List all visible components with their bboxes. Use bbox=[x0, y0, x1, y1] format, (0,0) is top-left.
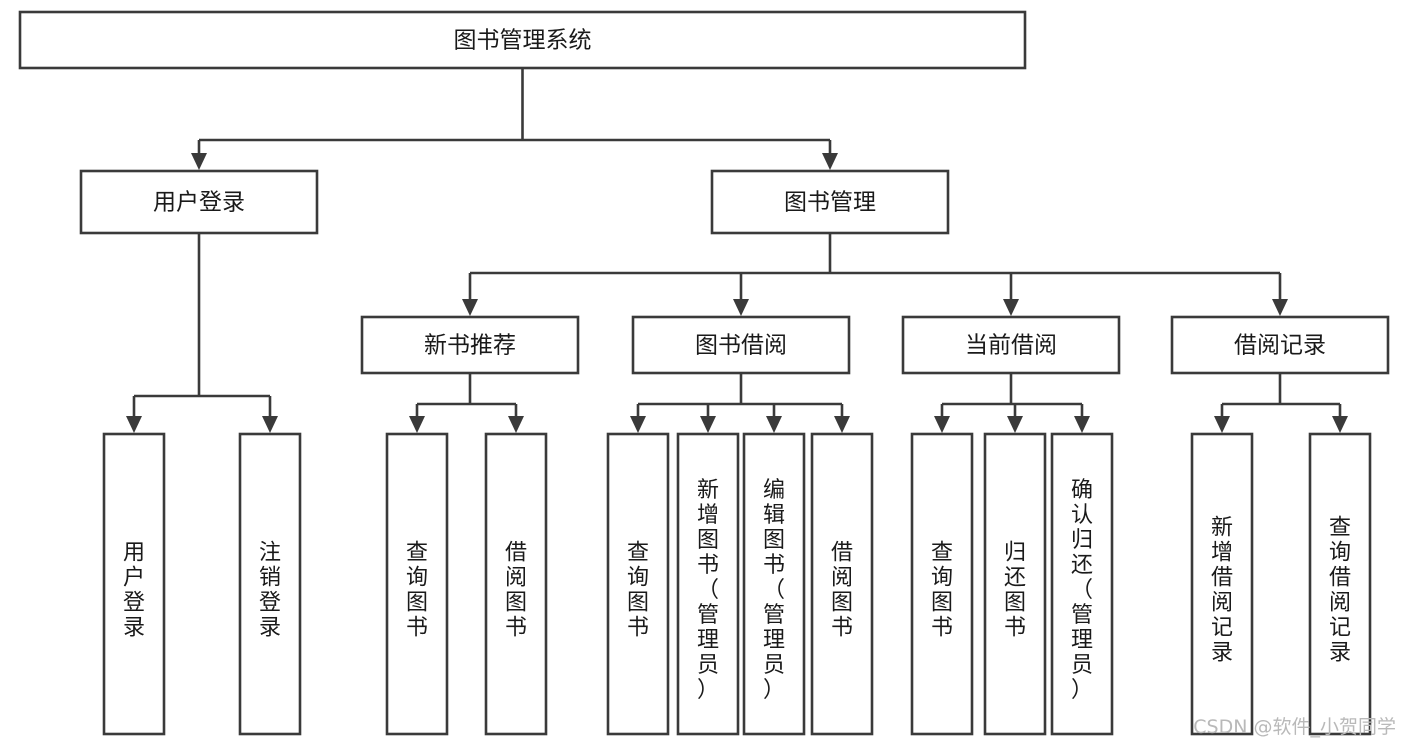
node-box[interactable] bbox=[710, 169, 950, 235]
arrow-head-icon bbox=[1214, 416, 1230, 433]
node-label: 借阅记录 bbox=[1234, 333, 1326, 359]
node-box[interactable] bbox=[910, 432, 974, 736]
connector-current bbox=[934, 373, 1090, 433]
node-label: 新增图书（管理员） bbox=[697, 478, 719, 703]
node-box[interactable] bbox=[238, 432, 302, 736]
node-label: 图书管理系统 bbox=[454, 28, 592, 54]
node-leaf-cur-3[interactable]: 确认归还（管理员） bbox=[1050, 432, 1114, 736]
arrow-head-icon bbox=[462, 299, 478, 316]
node-root[interactable]: 图书管理系统 bbox=[18, 10, 1027, 70]
node-box[interactable] bbox=[360, 315, 580, 375]
node-leaf-cur-1[interactable]: 查询图书 bbox=[910, 432, 974, 736]
node-leaf-rec-2[interactable]: 查询借阅记录 bbox=[1308, 432, 1372, 736]
node-box[interactable] bbox=[901, 315, 1121, 375]
node-label: 借阅图书 bbox=[505, 541, 527, 641]
arrow-head-icon bbox=[1003, 299, 1019, 316]
node-label: 借阅图书 bbox=[831, 541, 853, 641]
node-label: 用户登录 bbox=[123, 541, 145, 641]
connector-login bbox=[126, 233, 278, 433]
node-login[interactable]: 用户登录 bbox=[79, 169, 319, 235]
node-box[interactable] bbox=[484, 432, 548, 736]
arrow-head-icon bbox=[934, 416, 950, 433]
node-box[interactable] bbox=[983, 432, 1047, 736]
node-current[interactable]: 当前借阅 bbox=[901, 315, 1121, 375]
node-label: 确认归还（管理员） bbox=[1071, 478, 1093, 703]
csdn-watermark: CSDN @软件_小贺同学 bbox=[1193, 716, 1396, 738]
node-box[interactable] bbox=[631, 315, 851, 375]
node-box[interactable] bbox=[1050, 432, 1114, 736]
arrow-head-icon bbox=[630, 416, 646, 433]
arrow-head-icon bbox=[191, 153, 207, 170]
node-box[interactable] bbox=[810, 432, 874, 736]
node-box[interactable] bbox=[18, 10, 1027, 70]
node-borrow[interactable]: 图书借阅 bbox=[631, 315, 851, 375]
node-box[interactable] bbox=[1190, 432, 1254, 736]
node-box[interactable] bbox=[742, 432, 806, 736]
node-leaf-rec-1[interactable]: 新增借阅记录 bbox=[1190, 432, 1254, 736]
node-leaf-borrow-2[interactable]: 新增图书（管理员） bbox=[676, 432, 740, 736]
arrow-head-icon bbox=[508, 416, 524, 433]
arrow-head-icon bbox=[1332, 416, 1348, 433]
arrow-head-icon bbox=[700, 416, 716, 433]
connector-borrow bbox=[630, 373, 850, 433]
node-label: 查询图书 bbox=[406, 541, 428, 641]
node-label: 注销登录 bbox=[259, 541, 281, 641]
node-box[interactable] bbox=[385, 432, 449, 736]
connector-root bbox=[191, 68, 838, 170]
connector-records bbox=[1214, 373, 1348, 433]
node-newbook[interactable]: 新书推荐 bbox=[360, 315, 580, 375]
node-label: 图书借阅 bbox=[695, 333, 787, 359]
node-box[interactable] bbox=[676, 432, 740, 736]
connector-bookmgmt bbox=[462, 233, 1288, 316]
arrow-head-icon bbox=[1272, 299, 1288, 316]
node-layer: 图书管理系统用户登录图书管理新书推荐图书借阅当前借阅借阅记录用户登录注销登录查询… bbox=[18, 10, 1390, 736]
connector-newbook bbox=[409, 373, 524, 433]
node-leaf-new-1[interactable]: 查询图书 bbox=[385, 432, 449, 736]
node-leaf-borrow-1[interactable]: 查询图书 bbox=[606, 432, 670, 736]
node-box[interactable] bbox=[1170, 315, 1390, 375]
arrow-head-icon bbox=[126, 416, 142, 433]
node-leaf-login-2[interactable]: 注销登录 bbox=[238, 432, 302, 736]
connector-layer bbox=[126, 68, 1348, 433]
node-label: 查询借阅记录 bbox=[1329, 516, 1351, 666]
node-label: 归还图书 bbox=[1004, 541, 1026, 641]
node-box[interactable] bbox=[1308, 432, 1372, 736]
arrow-head-icon bbox=[1074, 416, 1090, 433]
node-box[interactable] bbox=[79, 169, 319, 235]
node-box[interactable] bbox=[102, 432, 166, 736]
node-records[interactable]: 借阅记录 bbox=[1170, 315, 1390, 375]
node-leaf-cur-2[interactable]: 归还图书 bbox=[983, 432, 1047, 736]
arrow-head-icon bbox=[262, 416, 278, 433]
arrow-head-icon bbox=[834, 416, 850, 433]
node-leaf-borrow-3[interactable]: 编辑图书（管理员） bbox=[742, 432, 806, 736]
arrow-head-icon bbox=[733, 299, 749, 316]
node-label: 新书推荐 bbox=[424, 333, 516, 359]
node-label: 查询图书 bbox=[931, 541, 953, 641]
node-leaf-borrow-4[interactable]: 借阅图书 bbox=[810, 432, 874, 736]
arrow-head-icon bbox=[822, 153, 838, 170]
node-bookmgmt[interactable]: 图书管理 bbox=[710, 169, 950, 235]
node-leaf-login-1[interactable]: 用户登录 bbox=[102, 432, 166, 736]
arrow-head-icon bbox=[1007, 416, 1023, 433]
node-label: 编辑图书（管理员） bbox=[763, 478, 785, 703]
node-leaf-new-2[interactable]: 借阅图书 bbox=[484, 432, 548, 736]
node-box[interactable] bbox=[606, 432, 670, 736]
node-label: 查询图书 bbox=[627, 541, 649, 641]
node-label: 用户登录 bbox=[153, 190, 245, 216]
node-label: 新增借阅记录 bbox=[1211, 516, 1233, 666]
node-label: 图书管理 bbox=[784, 190, 876, 216]
node-label: 当前借阅 bbox=[965, 333, 1057, 359]
arrow-head-icon bbox=[409, 416, 425, 433]
arrow-head-icon bbox=[766, 416, 782, 433]
